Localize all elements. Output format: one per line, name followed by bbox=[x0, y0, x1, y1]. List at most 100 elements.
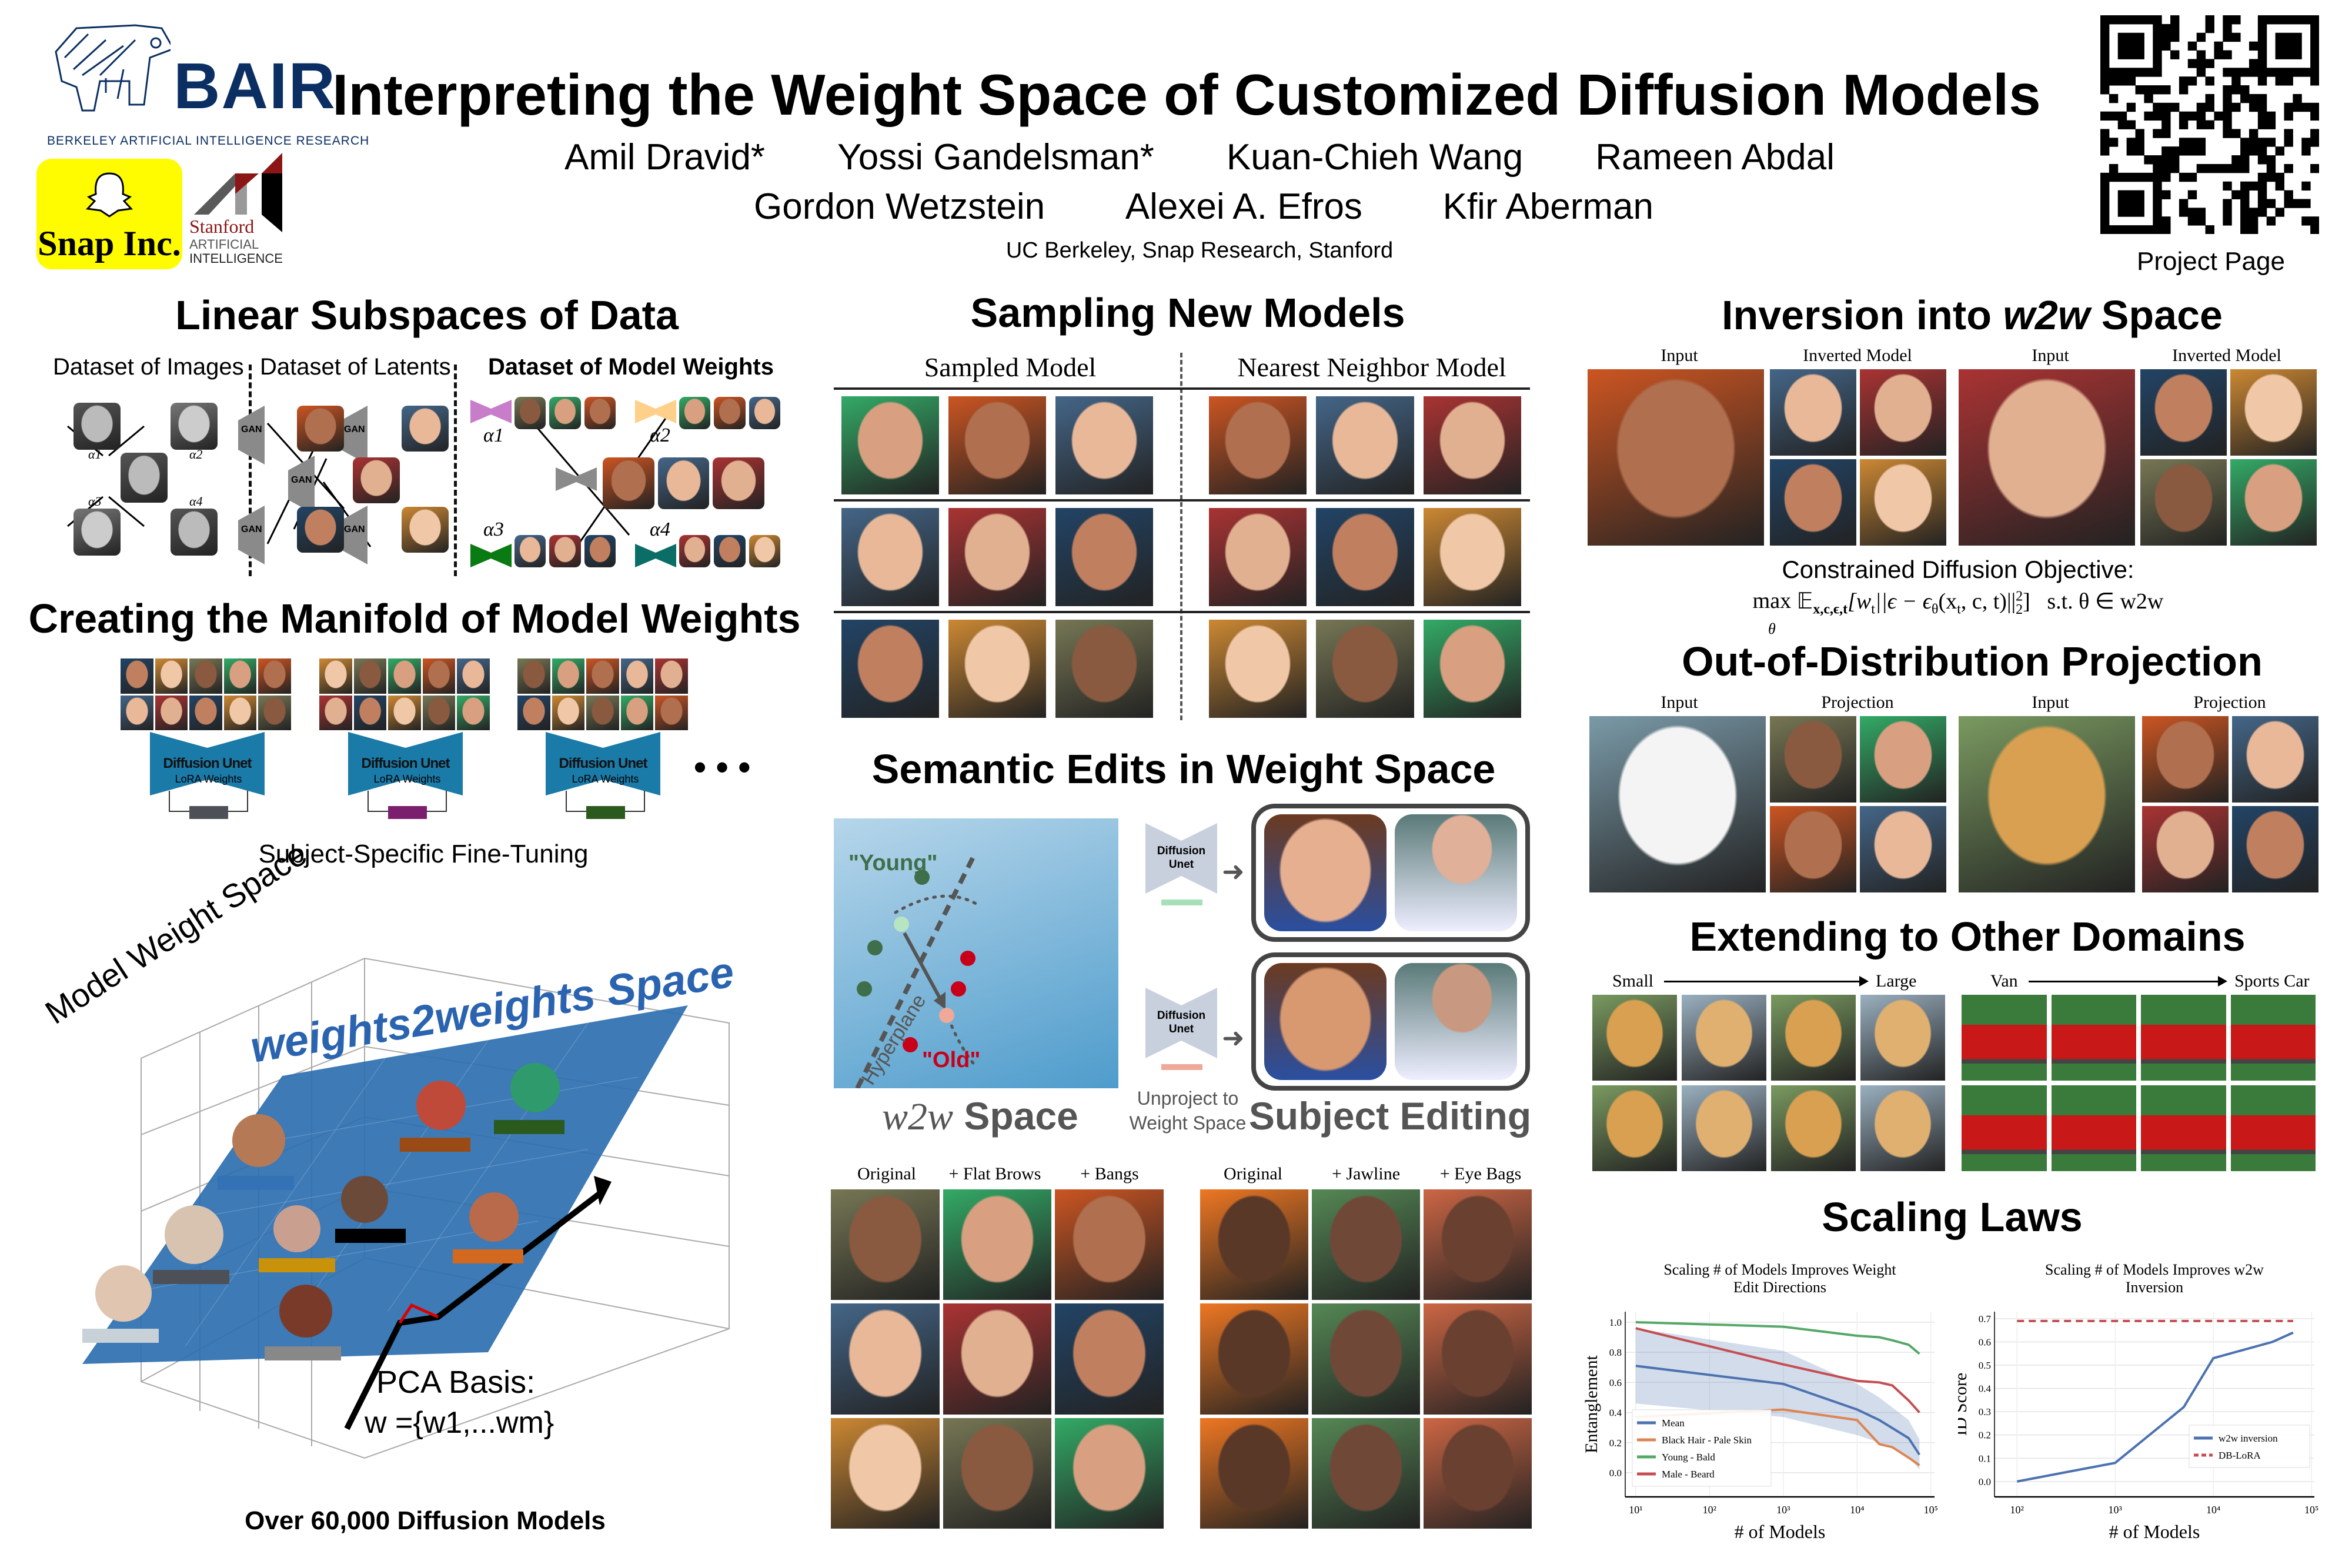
car-photo bbox=[2230, 995, 2316, 1081]
photo-grid bbox=[1209, 620, 1521, 718]
photo-grid bbox=[1209, 396, 1521, 494]
face-photo bbox=[749, 397, 780, 429]
face-photo bbox=[1055, 508, 1153, 606]
photo-grid bbox=[171, 403, 218, 450]
young-point bbox=[914, 870, 930, 885]
qr-code-icon bbox=[2100, 15, 2320, 235]
face-photo bbox=[517, 695, 550, 730]
face-photo bbox=[1316, 508, 1414, 606]
project-qr-code[interactable] bbox=[2100, 15, 2320, 235]
chart-title-line: Scaling # of Models Improves w2w bbox=[2045, 1261, 2264, 1278]
car-photo bbox=[2141, 995, 2226, 1081]
column-label: Inverted Model bbox=[2172, 346, 2281, 365]
y-tick-label: 0.2 bbox=[1609, 1437, 1622, 1449]
stanford-ai-mark-icon bbox=[194, 153, 282, 232]
face-photo bbox=[155, 658, 188, 694]
photo-grid bbox=[1959, 369, 2135, 546]
face-photo bbox=[552, 695, 585, 730]
face-photo bbox=[1200, 1303, 1308, 1415]
face-photo bbox=[171, 509, 218, 556]
face-photo bbox=[679, 397, 711, 429]
face-photo bbox=[514, 535, 546, 567]
model-count-footer: Over 60,000 Diffusion Models bbox=[245, 1506, 606, 1535]
chart-title-line: Scaling # of Models Improves Weight bbox=[1663, 1261, 1896, 1278]
face-photo bbox=[74, 403, 121, 450]
edited-point bbox=[939, 1008, 954, 1023]
x-axis-label: # of Models bbox=[2109, 1521, 2200, 1542]
y-tick-label: 0.0 bbox=[1979, 1476, 1991, 1487]
edit-col-label: + Jawline bbox=[1331, 1164, 1401, 1183]
scale-from-label: Van bbox=[1990, 971, 2018, 991]
y-tick-label: 1.0 bbox=[1609, 1317, 1622, 1328]
face-photo bbox=[1055, 620, 1153, 718]
w2w-space-panel: "Young" "Old" Hyperplane bbox=[834, 818, 1118, 1089]
face-photo bbox=[223, 695, 257, 730]
unproject-caption-1: Unproject to bbox=[1137, 1088, 1239, 1109]
f-p2: ||ϵ − ϵ bbox=[1875, 589, 1932, 614]
section-title-ood: Out-of-Distribution Projection bbox=[1682, 638, 2263, 684]
label-dataset-images: Dataset of Images bbox=[53, 354, 244, 380]
author: Gordon Wetzstein bbox=[754, 186, 1045, 227]
face-photo bbox=[353, 695, 387, 730]
face-photo bbox=[121, 658, 153, 694]
face-photo bbox=[388, 658, 421, 694]
edit-col-label: Original bbox=[857, 1164, 916, 1183]
edit-col-label: + Eye Bags bbox=[1439, 1164, 1522, 1183]
face-photo bbox=[603, 457, 654, 509]
bair-logo: BAIR BERKELEY ARTIFICIAL INTELLIGENCE RE… bbox=[47, 16, 369, 152]
face-photo bbox=[1770, 716, 1856, 803]
face-photo bbox=[1860, 716, 1946, 803]
face-photo bbox=[319, 658, 352, 694]
face-photo bbox=[189, 658, 222, 694]
face-photo bbox=[1209, 508, 1307, 606]
arrow-icon: ➜ bbox=[1222, 1022, 1245, 1053]
face-photo bbox=[1589, 716, 1766, 892]
photo-grid bbox=[1959, 716, 2135, 892]
face-photo bbox=[1055, 1303, 1164, 1415]
face-photo bbox=[584, 397, 616, 429]
f-constraint: s.t. θ ∈ w2w bbox=[2047, 589, 2164, 614]
divider-dashed bbox=[1180, 353, 1182, 720]
column-label: Inverted Model bbox=[1803, 346, 1912, 365]
photo-grid bbox=[1589, 716, 1766, 892]
alpha-label: α4 bbox=[189, 494, 203, 509]
result-photo bbox=[1395, 963, 1517, 1080]
face-photo bbox=[943, 1417, 1052, 1529]
lora-weights: LoRA Weights bbox=[169, 773, 248, 819]
col-header-nearest: Nearest Neighbor Model bbox=[1237, 352, 1506, 382]
x-tick-label: 10² bbox=[1703, 1504, 1716, 1516]
y-tick-label: 0.0 bbox=[1609, 1467, 1622, 1479]
face-photo bbox=[422, 695, 456, 730]
diffusion-unet: Diffusion Unet bbox=[546, 732, 660, 795]
lora-block bbox=[387, 806, 427, 819]
photo-grid bbox=[514, 535, 616, 567]
title-part: Space bbox=[2090, 292, 2223, 338]
dog-photo bbox=[1771, 995, 1856, 1081]
young-label: "Young" bbox=[848, 851, 938, 875]
f-p3: (x bbox=[1938, 589, 1957, 614]
legend-box bbox=[2189, 1425, 2310, 1468]
series-line-mean bbox=[1635, 1365, 1921, 1456]
photo-grid bbox=[402, 507, 449, 553]
photo-grid bbox=[831, 1189, 1164, 1529]
y-tick-label: 0.3 bbox=[1979, 1406, 1991, 1417]
face-photo bbox=[714, 397, 746, 429]
snap-wordmark: Snap Inc. bbox=[38, 224, 181, 263]
face-photo bbox=[422, 658, 456, 694]
old-point bbox=[960, 951, 975, 966]
project-page-label[interactable]: Project Page bbox=[2137, 247, 2285, 276]
column-label: Input bbox=[2032, 346, 2069, 365]
face-photo bbox=[1959, 369, 2135, 546]
w2w-italic: w2w bbox=[882, 1095, 954, 1138]
f-t: t bbox=[1871, 601, 1875, 617]
affiliations: UC Berkeley, Snap Research, Stanford bbox=[1005, 238, 1394, 263]
face-photo bbox=[831, 1303, 940, 1415]
alpha-label: α4 bbox=[650, 519, 670, 540]
face-photo bbox=[1055, 1189, 1164, 1300]
photo-grid bbox=[1200, 1189, 1532, 1529]
result-photo bbox=[1264, 814, 1387, 931]
face-photo bbox=[2140, 369, 2227, 456]
divider-dashed bbox=[249, 365, 252, 576]
face-photo bbox=[2232, 716, 2318, 803]
